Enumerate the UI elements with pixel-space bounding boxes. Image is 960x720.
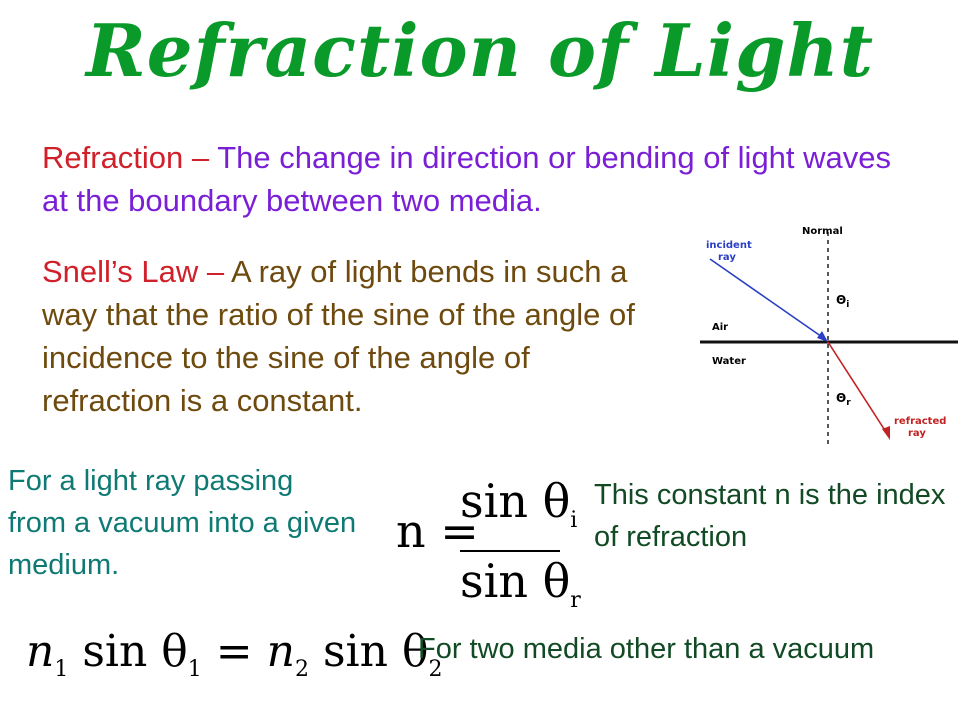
theta-r-subscript: r xyxy=(846,398,851,408)
snell-sin1: sin θ xyxy=(68,626,188,677)
page-title: Refraction of Light xyxy=(85,8,875,93)
two-media-note: For two media other than a vacuum xyxy=(418,633,875,665)
formula-fraction: sin θi sin θr xyxy=(460,474,581,628)
formula-n-lhs: n = xyxy=(396,504,479,558)
incident-label-line2: ray xyxy=(718,252,736,263)
refraction-diagram: Normal incident ray Θi Air Water Θr refr… xyxy=(700,226,958,447)
refraction-definition-text: The change in direction or bending of li… xyxy=(42,140,892,218)
fraction-bar xyxy=(460,550,560,552)
snell-equals: = xyxy=(201,626,267,677)
refraction-term: Refraction xyxy=(42,140,184,175)
refracted-ray xyxy=(827,341,887,433)
refracted-label-line2: ray xyxy=(908,428,926,439)
numerator-subscript: i xyxy=(570,508,578,533)
formula-numerator: sin θi xyxy=(460,474,578,533)
theta-i-label: Θi xyxy=(836,293,849,310)
refraction-definition: Refraction – The change in direction or … xyxy=(42,136,922,222)
index-constant-note: This constant n is the index of refracti… xyxy=(594,479,946,553)
theta-i-subscript: i xyxy=(846,300,849,310)
refracted-arrowhead xyxy=(882,426,890,440)
formula-denominator: sin θr xyxy=(460,554,581,613)
snell-n2-subscript: 2 xyxy=(294,657,309,682)
snells-law-definition: Snell’s Law – A ray of light bends in su… xyxy=(42,250,642,422)
vacuum-note: For a light ray passing from a vacuum in… xyxy=(8,465,357,581)
water-label: Water xyxy=(712,356,746,367)
denominator-subscript: r xyxy=(570,588,581,613)
incident-arrowhead xyxy=(817,331,828,342)
normal-label: Normal xyxy=(802,226,843,237)
snells-law-formula: n1 sin θ1 = n2 sin θ2 xyxy=(26,626,442,682)
air-label: Air xyxy=(712,322,728,333)
incident-label-line1: incident xyxy=(706,240,752,251)
snell-n2: n xyxy=(266,626,295,677)
theta-r-label: Θr xyxy=(836,391,851,408)
incident-ray xyxy=(709,258,826,340)
refracted-label-line1: refracted xyxy=(894,416,946,427)
snell-theta1-subscript: 1 xyxy=(187,657,202,682)
snell-n1-subscript: 1 xyxy=(54,657,69,682)
snells-law-definition-text: A ray of light bends in such a way that … xyxy=(42,254,635,418)
refraction-dash: – xyxy=(183,140,218,175)
snells-law-dash: – xyxy=(198,254,232,289)
snell-theta2-subscript: 2 xyxy=(428,657,443,682)
snell-sin2: sin θ xyxy=(308,626,429,677)
snell-n1: n xyxy=(26,626,55,677)
snells-law-term: Snell’s Law xyxy=(42,254,199,289)
